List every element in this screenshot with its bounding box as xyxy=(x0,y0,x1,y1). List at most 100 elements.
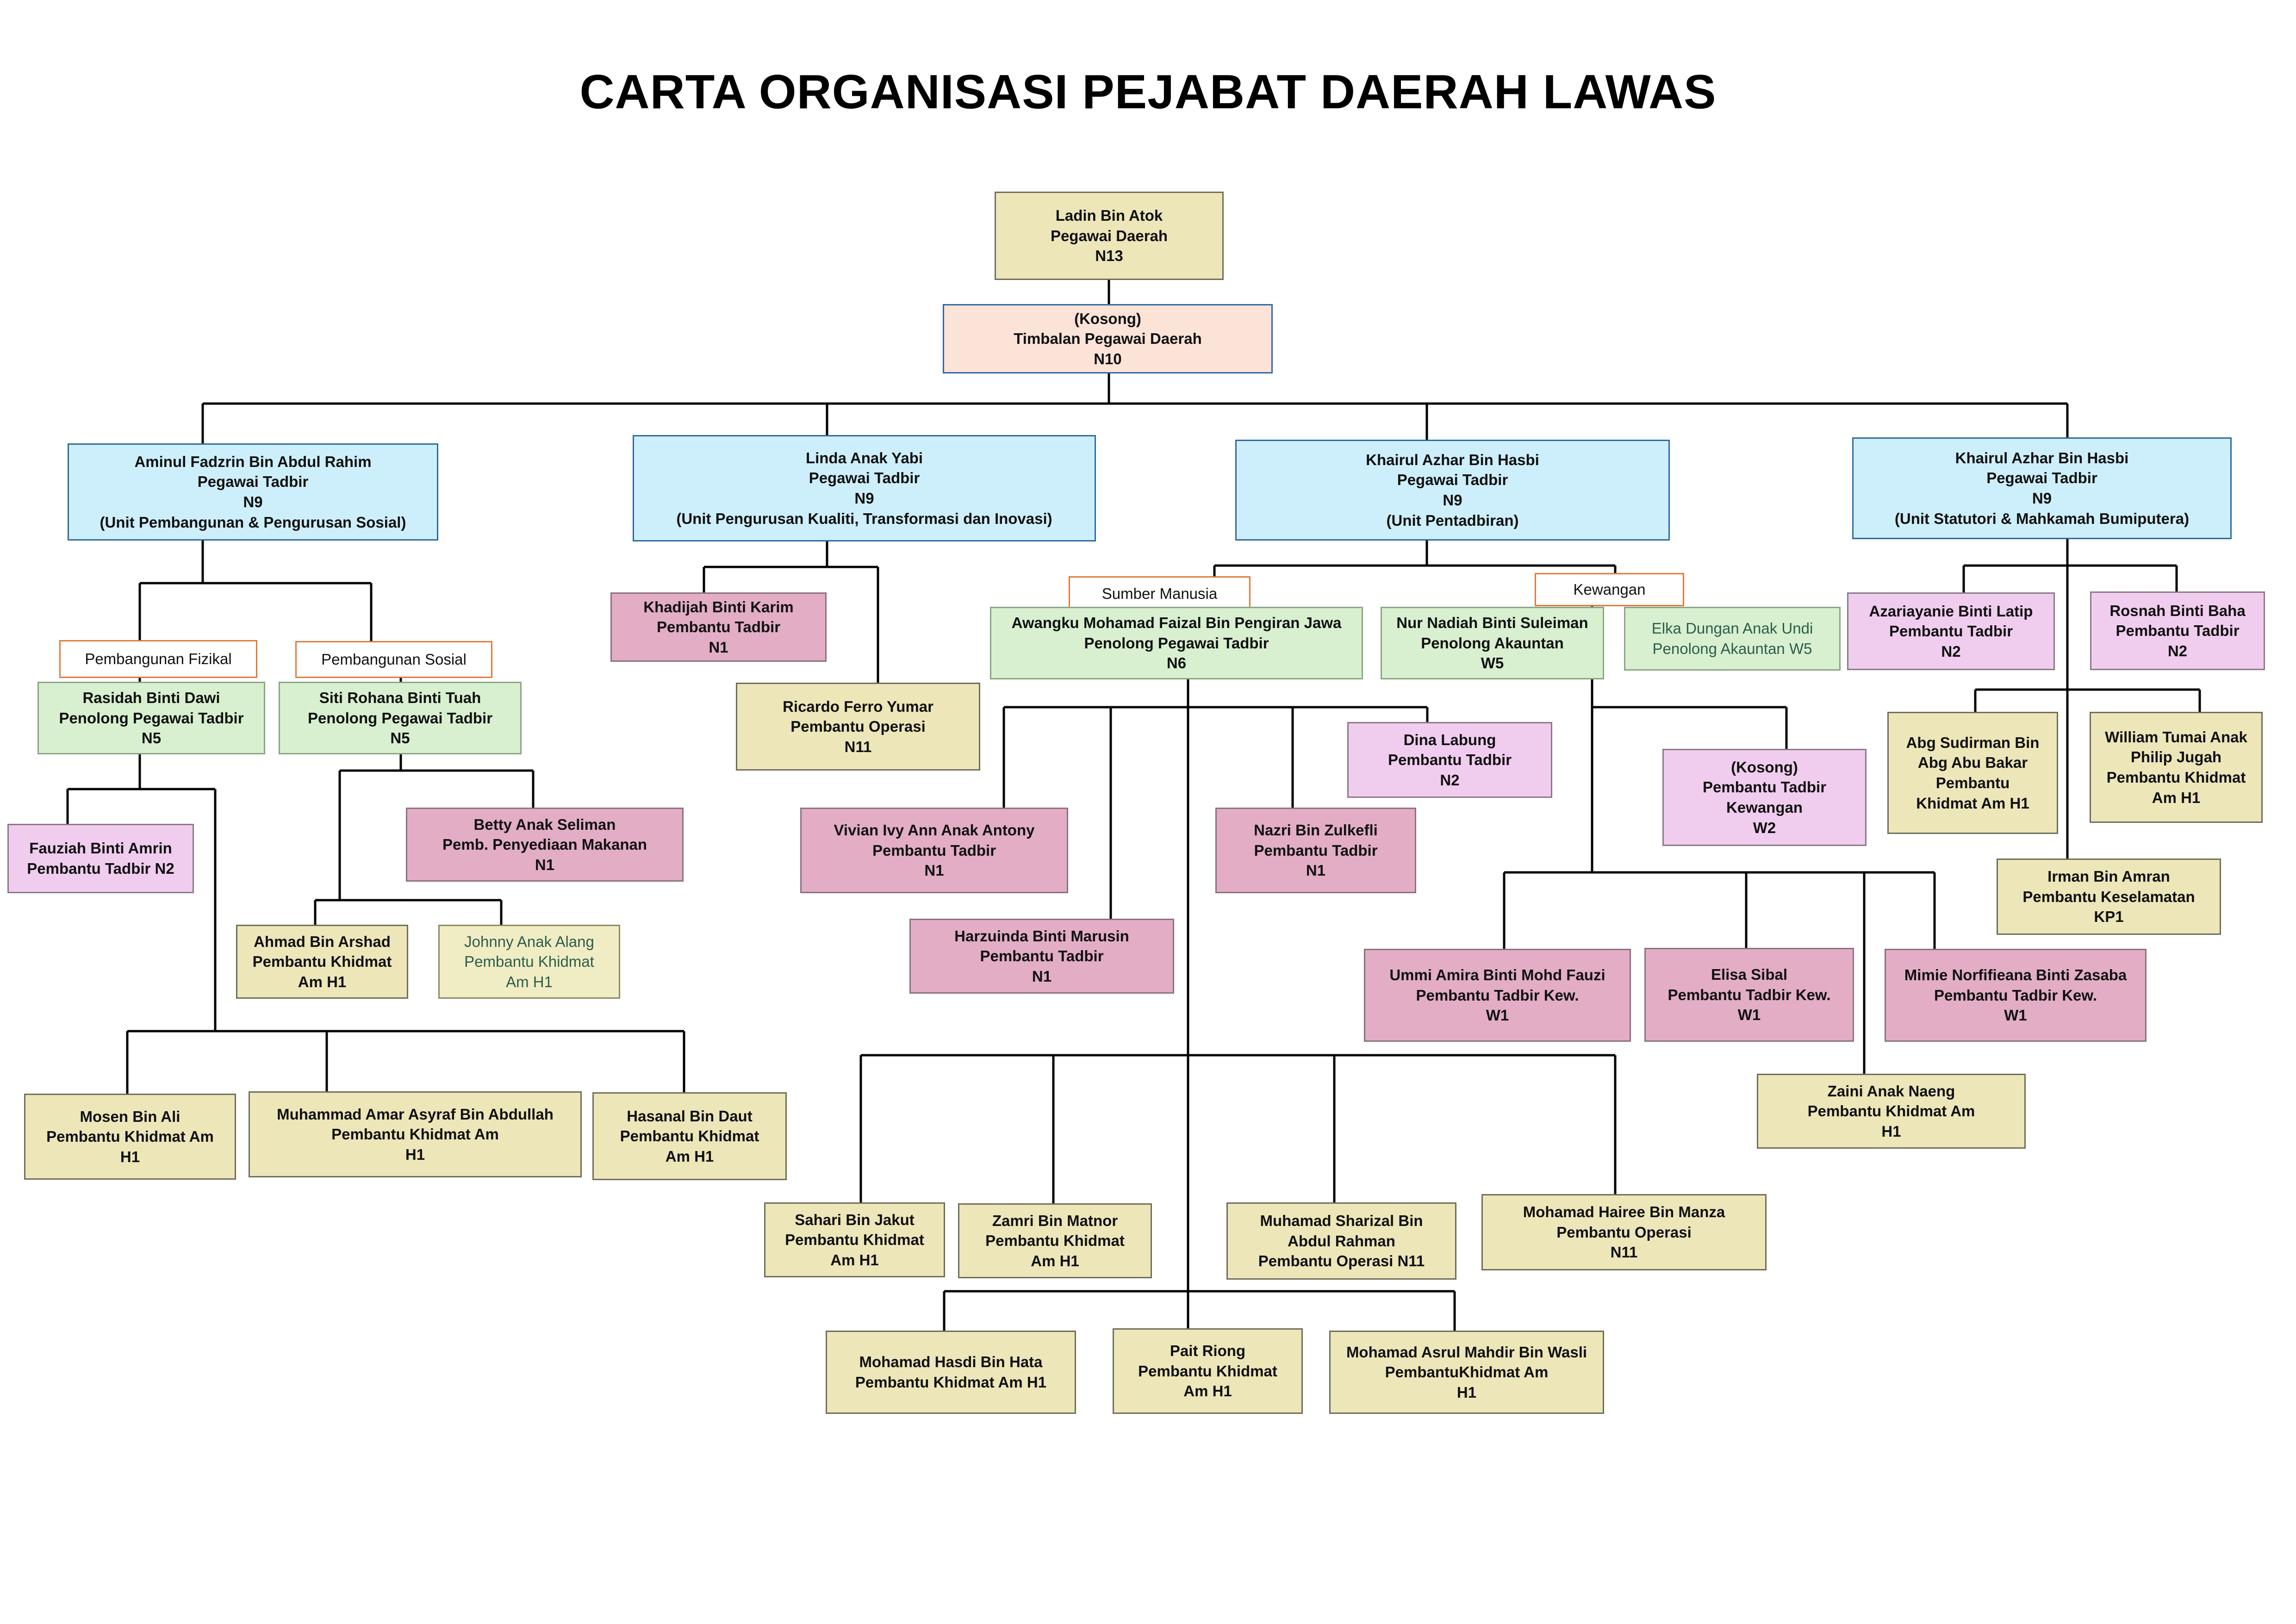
position-text: Pegawai Tadbir xyxy=(197,473,309,491)
position-text: Pembantu Khidmat Am xyxy=(1807,1102,1975,1120)
position-text: Penolong Pegawai Tadbir xyxy=(1084,634,1269,652)
name-text: Sahari Bin Jakut xyxy=(795,1211,915,1228)
section-label-kewangan: Kewangan xyxy=(1535,573,1684,606)
grade-text: N1 xyxy=(535,856,555,873)
name-text: Azariayanie Binti Latip xyxy=(1869,602,2033,620)
grade-text: N9 xyxy=(243,493,263,510)
grade-text: H1 xyxy=(405,1145,425,1163)
name-text: Vivian Ivy Ann Anak Antony xyxy=(834,821,1035,839)
position-text: Pembantu Khidmat Am H1 xyxy=(855,1374,1047,1391)
position-text: Pegawai Tadbir xyxy=(1397,471,1508,489)
grade-text: N10 xyxy=(1094,350,1122,367)
name-text: Muhammad Amar Asyraf Bin Abdullah xyxy=(277,1105,554,1123)
section-label-sumber-manusia: Sumber Manusia xyxy=(1069,576,1251,611)
grade-text: N6 xyxy=(1166,654,1187,672)
unit-text: (Unit Pengurusan Kualiti, Transformasi d… xyxy=(676,510,1052,527)
name-text: Mosen Bin Ali xyxy=(80,1108,180,1125)
grade-text: N11 xyxy=(844,738,872,755)
name-text: (Kosong) xyxy=(1074,310,1141,327)
grade-text: N2 xyxy=(1941,642,1961,660)
name-text: Mohamad Asrul Mahdir Bin Wasli xyxy=(1346,1343,1587,1361)
chart-title: CARTA ORGANISASI PEJABAT DAERAH LAWAS xyxy=(579,65,1717,119)
grade-text: N1 xyxy=(924,862,944,879)
name-text: Fauziah Binti Amrin xyxy=(29,840,172,857)
position-text: Penolong Pegawai Tadbir xyxy=(307,709,493,727)
position-text: Pembantu Keselamatan xyxy=(2022,888,2195,905)
position-text: Pembantu Tadbir xyxy=(1388,751,1512,769)
position-text: Pembantu Khidmat xyxy=(985,1232,1125,1250)
position-text: Pembantu Tadbir xyxy=(872,841,996,859)
position-text: Timbalan Pegawai Daerah xyxy=(1014,330,1202,348)
label-text: Pembangunan Sosial xyxy=(321,651,467,668)
position-text: Pembantu Tadbir xyxy=(656,618,781,636)
position-text: Pembantu Khidmat xyxy=(2106,769,2246,786)
position-text: Pembantu Tadbir Kew. xyxy=(1668,986,1831,1003)
name-text: Johnny Anak Alang xyxy=(464,933,594,950)
label-text: Kewangan xyxy=(1573,581,1646,598)
name-text: Hasanal Bin Daut xyxy=(627,1107,753,1125)
grade-text: Am H1 xyxy=(1031,1252,1079,1269)
grade-text: W1 xyxy=(1737,1006,1761,1024)
name-text: (Kosong) xyxy=(1731,758,1798,776)
name-text: Siti Rohana Binti Tuah xyxy=(319,689,481,707)
position-text: Penolong Akauntan xyxy=(1421,634,1564,652)
name-text: Elisa Sibal xyxy=(1711,966,1788,983)
grade-text: N9 xyxy=(854,490,874,507)
grade-text: N2 xyxy=(2167,642,2188,660)
grade-text: Am H1 xyxy=(298,973,347,990)
grade-text: Am H1 xyxy=(1183,1382,1232,1400)
position-text: Pembantu Tadbir xyxy=(1889,622,2013,640)
name-text: Awangku Mohamad Faizal Bin Pengiran Jawa xyxy=(1011,614,1342,632)
name-text: Irman Bin Amran xyxy=(2047,868,2170,885)
grade-text: N9 xyxy=(2032,490,2052,507)
position-text: Pegawai Tadbir xyxy=(809,469,920,487)
section-label-pembangunan-fizikal: Pembangunan Fizikal xyxy=(59,640,257,678)
name-text: Khadijah Binti Karim xyxy=(643,598,794,616)
grade-text: H1 xyxy=(1881,1122,1901,1140)
position-text: Pembantu Khidmat Am xyxy=(331,1126,499,1143)
grade-text: N5 xyxy=(141,729,162,747)
unit-text: (Unit Statutori & Mahkamah Bumiputera) xyxy=(1894,510,2190,527)
grade-text: W5 xyxy=(1481,654,1504,672)
grade-text: N1 xyxy=(1306,862,1326,879)
name-text: Mimie Norfifieana Binti Zasaba xyxy=(1904,966,2127,984)
name-text: Mohamad Hairee Bin Manza xyxy=(1523,1203,1725,1221)
name-text: Rasidah Binti Dawi xyxy=(82,689,220,707)
position-text: Pembantu Operasi xyxy=(790,718,926,735)
grade-text: W1 xyxy=(1486,1007,1509,1024)
name-text: Harzuinda Binti Marusin xyxy=(954,927,1129,945)
name-text: Ricardo Ferro Yumar xyxy=(783,697,933,715)
position-text: Pembantu Tadbir xyxy=(1254,841,1378,859)
name-text: Linda Anak Yabi xyxy=(805,449,923,467)
position-text: Pembantu Tadbir xyxy=(2116,622,2240,640)
position-text: Pegawai Daerah xyxy=(1050,227,1168,244)
name-text: Khairul Azhar Bin Hasbi xyxy=(1366,451,1539,468)
name-text: Muhamad Sharizal Bin xyxy=(1260,1212,1423,1230)
name-text: Elka Dungan Anak Undi xyxy=(1651,620,1813,637)
position-text: Pembantu Tadbir xyxy=(980,947,1104,965)
position-text: Pembantu Tadbir Kew. xyxy=(1416,986,1579,1004)
grade-text: N13 xyxy=(1095,247,1123,265)
grade-text: N1 xyxy=(709,638,728,656)
name-text: Khairul Azhar Bin Hasbi xyxy=(1955,449,2129,467)
